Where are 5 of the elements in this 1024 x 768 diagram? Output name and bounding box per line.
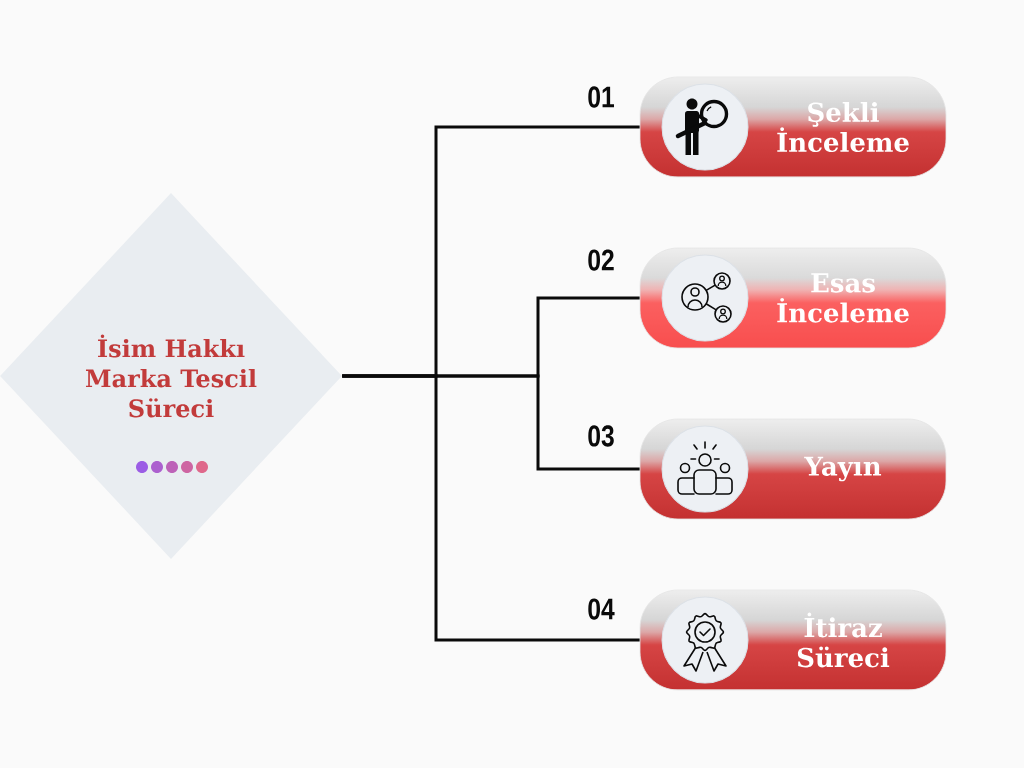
step-number: 03	[588, 425, 614, 447]
connector-line	[342, 374, 640, 642]
step-number: 02	[588, 249, 614, 271]
step-number: 01	[588, 86, 614, 108]
step-number: 04	[588, 598, 615, 620]
